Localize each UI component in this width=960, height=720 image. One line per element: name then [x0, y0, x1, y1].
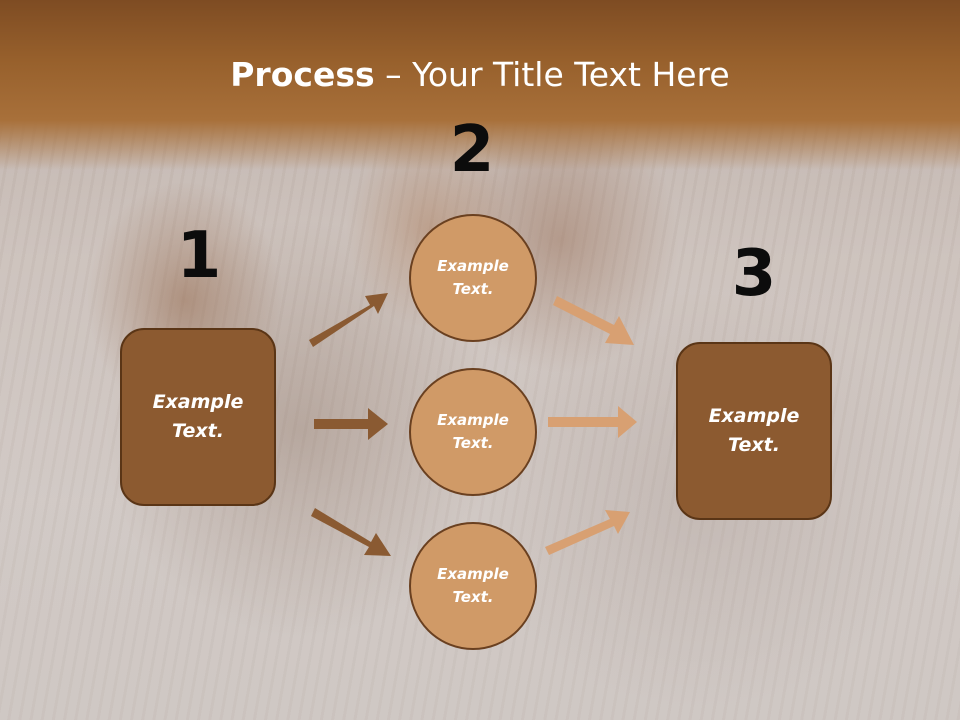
- circle-bottom-text: Example Text.: [437, 565, 509, 606]
- step-number-1: 1: [176, 219, 222, 293]
- circle-top-text: Example Text.: [437, 257, 509, 298]
- arrow-left-upper: [309, 293, 388, 347]
- circle-center-text: Example Text.: [437, 411, 509, 452]
- arrow-right-lower: [545, 510, 630, 555]
- middle-circle-bottom: Example Text.: [409, 522, 537, 650]
- arrow-left-middle: [314, 408, 388, 440]
- title-bold-text: Process: [230, 55, 375, 94]
- left-step-box: Example Text.: [120, 328, 276, 506]
- right-step-box: Example Text.: [676, 342, 832, 520]
- slide-title: Process – Your Title Text Here: [0, 52, 960, 98]
- step-number-3: 3: [731, 237, 777, 311]
- header-band: [0, 0, 960, 170]
- arrow-right-middle: [548, 406, 637, 438]
- step-number-2: 2: [449, 113, 495, 187]
- arrow-right-upper: [553, 296, 634, 345]
- middle-circle-center: Example Text.: [409, 368, 537, 496]
- right-box-text: Example Text.: [708, 405, 800, 456]
- middle-circle-top: Example Text.: [409, 214, 537, 342]
- left-box-text: Example Text.: [152, 391, 244, 442]
- title-rest-text: – Your Title Text Here: [374, 55, 730, 94]
- arrow-left-lower: [311, 508, 391, 556]
